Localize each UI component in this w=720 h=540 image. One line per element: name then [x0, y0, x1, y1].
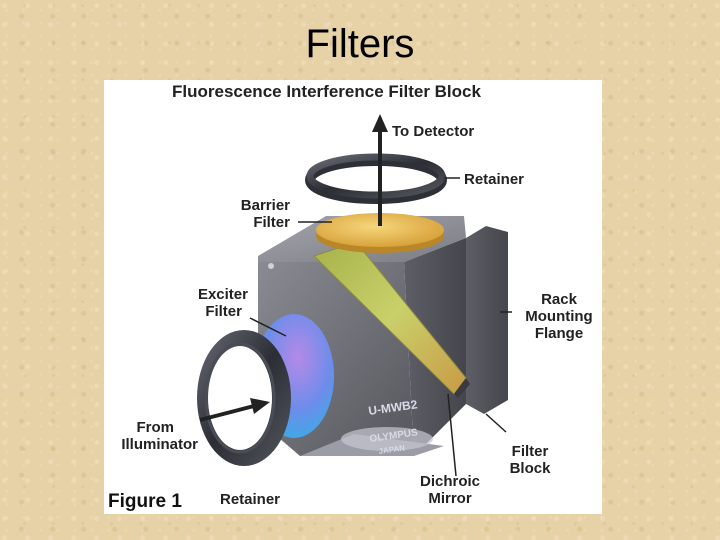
label-exciter-filter-line2: Filter	[205, 303, 242, 320]
label-rack-line2: Mounting	[525, 308, 592, 325]
label-rack-line3: Flange	[535, 325, 583, 342]
bottom-retainer-ring	[197, 330, 291, 466]
illuminator-light-path	[199, 404, 255, 422]
label-from-illuminator-line1: From	[137, 419, 175, 436]
leader-lines	[249, 177, 512, 477]
label-filter-block-line1: Filter	[512, 443, 549, 460]
label-to-detector: To Detector	[392, 123, 474, 140]
barrier-filter	[316, 213, 444, 253]
screw-dot	[268, 263, 274, 269]
label-dichroic-line1: Dichroic	[420, 473, 480, 490]
top-retainer-face	[306, 153, 446, 199]
label-dichroic-line2: Mirror	[428, 490, 472, 507]
label-rack-line1: Rack	[541, 291, 578, 308]
bottom-aperture	[341, 427, 433, 451]
filter-block-figure: Fluorescence Interference Filter Block F…	[104, 80, 602, 514]
figure-title: Fluorescence Interference Filter Block	[172, 82, 481, 101]
label-exciter-filter-line1: Exciter	[198, 286, 248, 303]
top-retainer-ring	[305, 153, 447, 204]
figure-caption: Figure 1	[108, 491, 182, 512]
country-engraving: JAPAN	[378, 443, 406, 456]
bottom-retainer-lip	[204, 342, 276, 454]
to-detector-arrow	[372, 114, 388, 132]
label-barrier-filter-line1: Barrier	[241, 197, 290, 214]
label-retainer-top: Retainer	[464, 171, 524, 188]
bottom-retainer-opening	[208, 346, 272, 450]
from-illuminator-arrow	[250, 398, 270, 414]
label-barrier-filter-line2: Filter	[253, 214, 290, 231]
model-engraving: U-MWB2	[367, 397, 418, 418]
slide-title: Filters	[305, 22, 415, 66]
label-filter-block-line2: Block	[510, 460, 552, 477]
label-from-illuminator-line2: Illuminator	[121, 436, 198, 453]
barrier-filter-glass	[316, 213, 444, 247]
dichroic-mirror-edge	[454, 378, 470, 398]
filter-block-diagram: Fluorescence Interference Filter Block F…	[108, 82, 593, 512]
label-retainer-bottom: Retainer	[220, 491, 280, 508]
rack-mounting-flange	[466, 226, 508, 414]
